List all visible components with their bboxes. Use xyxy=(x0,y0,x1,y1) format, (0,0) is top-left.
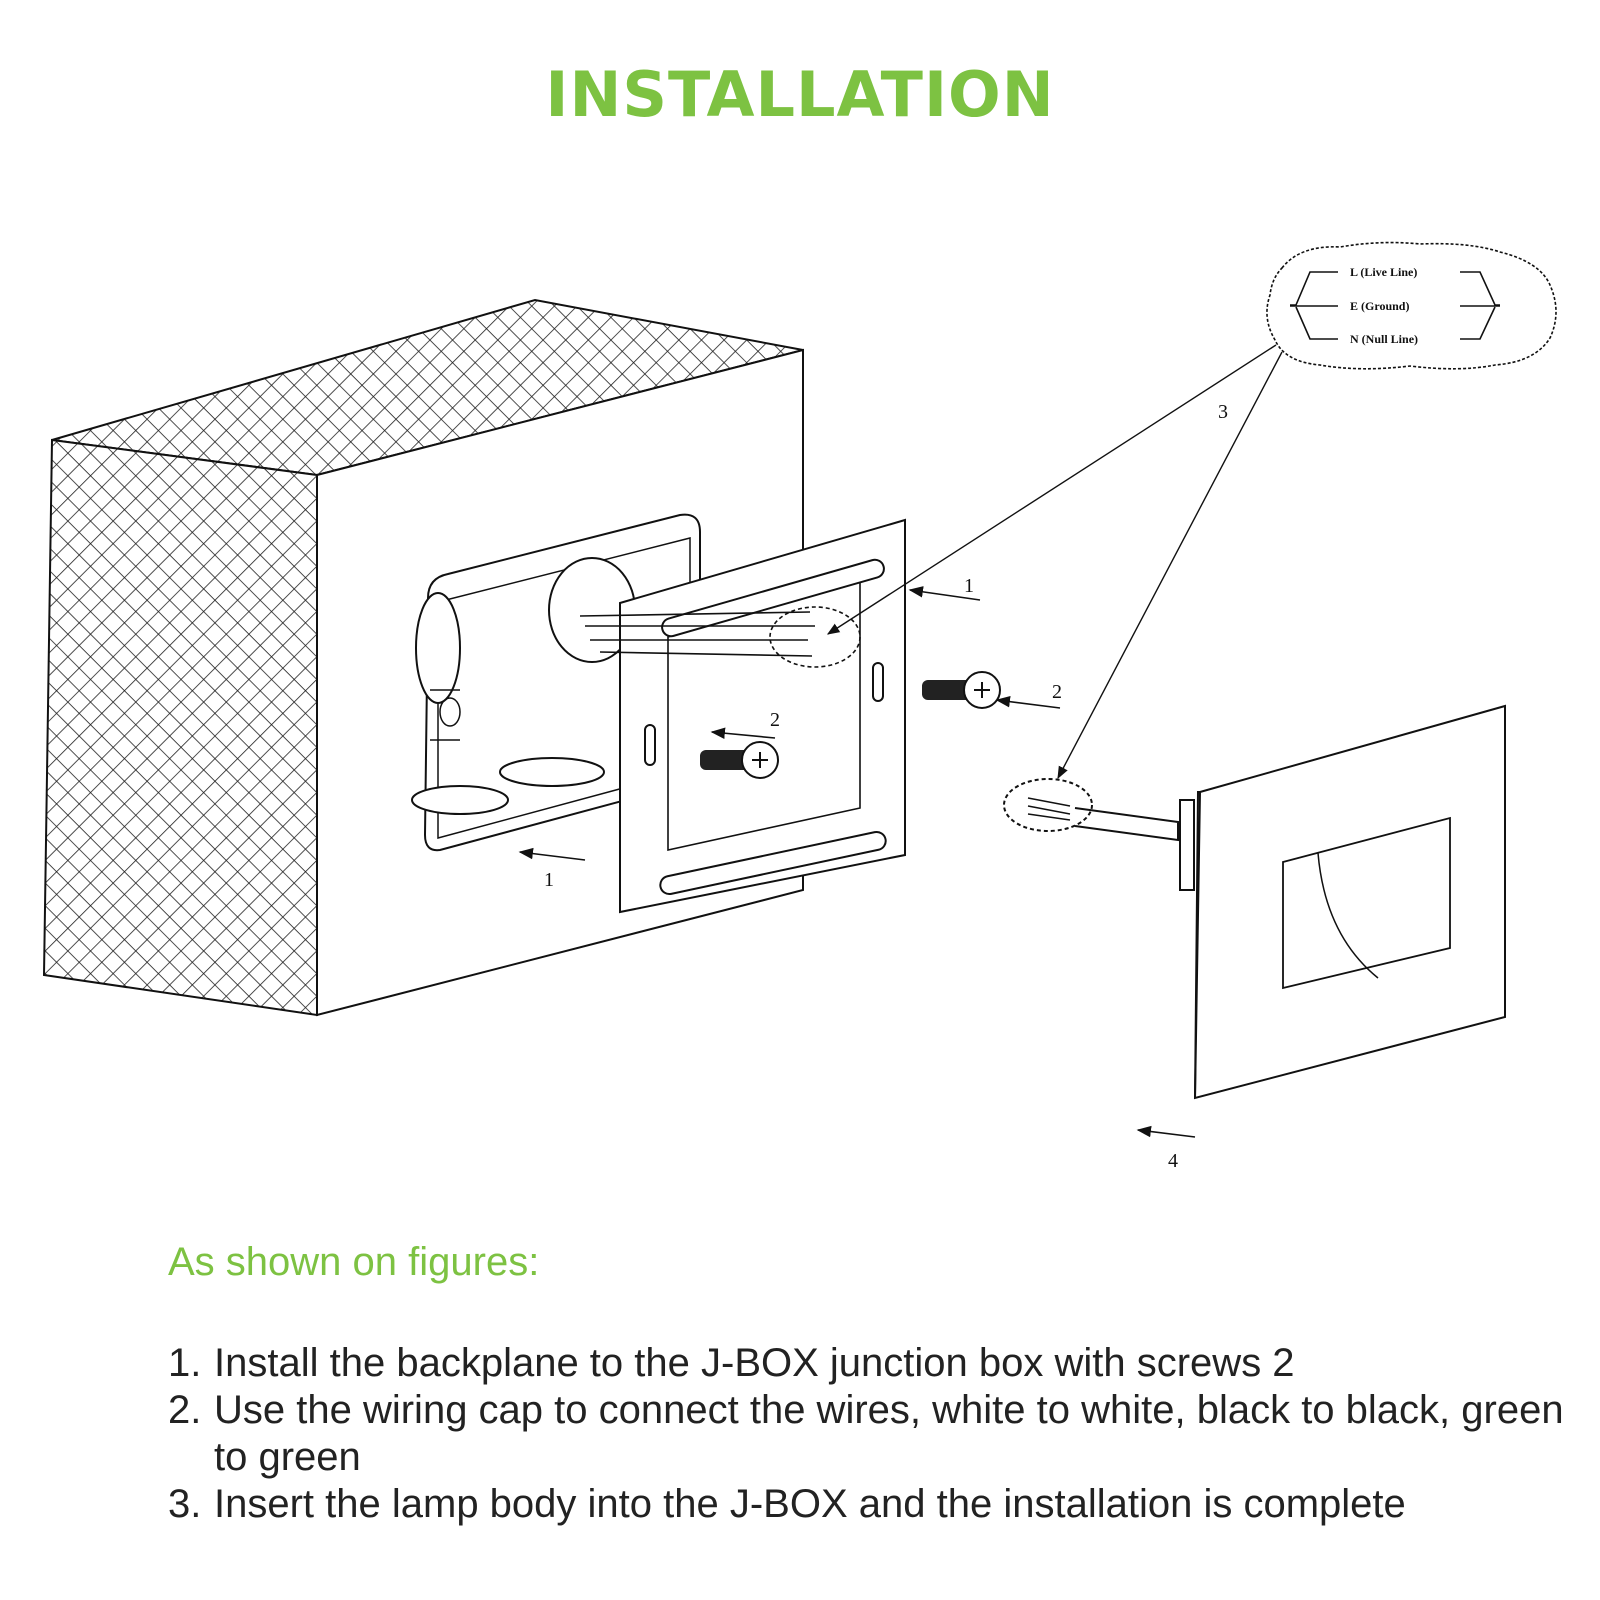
wire-code-null: N xyxy=(1350,332,1359,346)
callout-screw-inner: 2 xyxy=(770,709,780,731)
callout-plate: 1 xyxy=(964,575,974,597)
step-3-number: 3. xyxy=(168,1482,202,1526)
step-2-text: Use the wiring cap to connect the wires,… xyxy=(214,1388,1564,1479)
callout-box: 1 xyxy=(544,869,554,891)
step-2: 2. Use the wiring cap to connect the wir… xyxy=(168,1387,1588,1481)
screw-inner xyxy=(700,741,779,779)
step-1: 1. Install the backplane to the J-BOX ju… xyxy=(168,1340,1588,1387)
svg-text:E (Ground): E (Ground) xyxy=(1350,299,1409,313)
screw-outer xyxy=(922,671,1001,709)
svg-text:L (Live Line): L (Live Line) xyxy=(1350,265,1417,279)
callout-arrows xyxy=(518,586,1196,1138)
wire-name-ground: (Ground) xyxy=(1361,299,1409,313)
wire-name-live: (Live Line) xyxy=(1360,265,1417,279)
step-1-number: 1. xyxy=(168,1341,202,1385)
step-3-text: Insert the lamp body into the J-BOX and … xyxy=(214,1482,1406,1526)
callout-lamp: 4 xyxy=(1168,1150,1178,1172)
arrow-box xyxy=(518,847,586,861)
wire-code-ground: E xyxy=(1350,299,1358,313)
arrow-screw-outer xyxy=(995,695,1061,709)
arrow-screw-inner xyxy=(710,727,776,739)
arrow-plate xyxy=(908,586,981,601)
leader-lines xyxy=(826,344,1283,780)
arrow-lamp xyxy=(1136,1125,1196,1138)
step-2-number: 2. xyxy=(168,1388,202,1432)
wire-code-live: L xyxy=(1350,265,1358,279)
box-wires xyxy=(579,606,861,668)
instructions-heading: As shown on figures: xyxy=(168,1240,540,1284)
wire-name-null: (Null Line) xyxy=(1362,332,1418,346)
page-title: INSTALLATION xyxy=(545,58,1055,131)
wiring-legend-bubble xyxy=(1266,241,1557,370)
lamp-body xyxy=(1003,704,1506,1100)
callout-wiring: 3 xyxy=(1218,401,1228,423)
callout-screw-outer: 2 xyxy=(1052,681,1062,703)
backplane xyxy=(619,518,906,914)
step-3: 3. Insert the lamp body into the J-BOX a… xyxy=(168,1481,1588,1528)
step-1-text: Install the backplane to the J-BOX junct… xyxy=(214,1341,1295,1385)
svg-text:N (Null Line): N (Null Line) xyxy=(1350,332,1418,346)
wire-legend-labels: L (Live Line) E (Ground) N (Null Line) xyxy=(1350,265,1418,346)
instruction-steps: 1. Install the backplane to the J-BOX ju… xyxy=(168,1340,1588,1528)
wall-front-face xyxy=(42,438,318,1017)
